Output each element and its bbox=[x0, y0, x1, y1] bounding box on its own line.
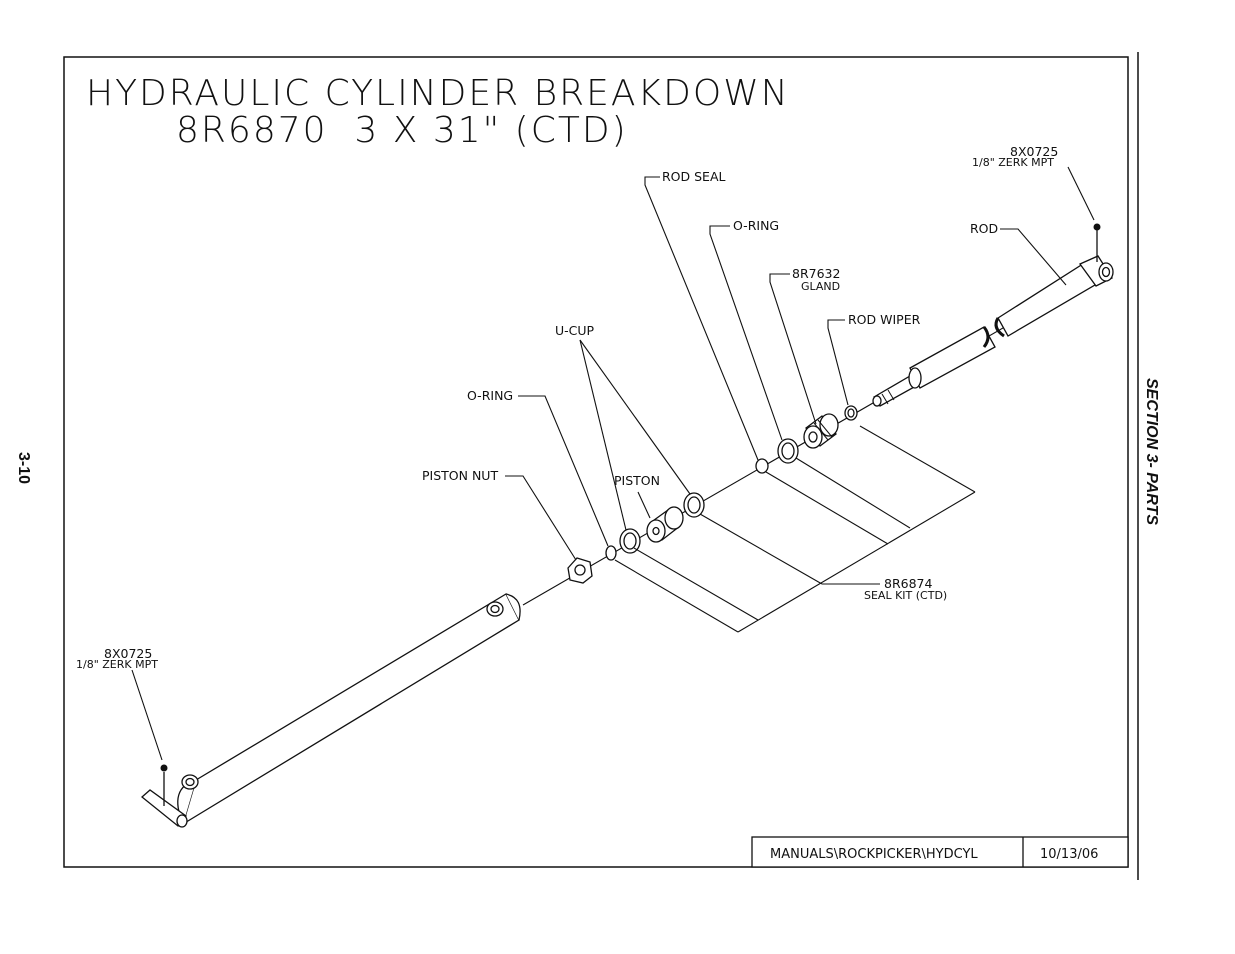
page-number: 3-10 bbox=[15, 452, 32, 485]
o-ring-upper bbox=[777, 438, 799, 464]
rod-wiper bbox=[844, 405, 858, 421]
u-cup-upper bbox=[683, 492, 705, 518]
callout-zerk-bottom-part: 8X0725 bbox=[104, 646, 152, 661]
callout-gland-desc: GLAND bbox=[801, 280, 840, 293]
callout-rod-seal: ROD SEAL bbox=[662, 169, 726, 184]
title-block-path: MANUALS\ROCKPICKER\HYDCYL bbox=[770, 847, 978, 862]
leader-lines bbox=[131, 166, 1095, 761]
piston-nut bbox=[567, 557, 593, 584]
callout-gland-part: 8R7632 bbox=[792, 266, 840, 281]
o-ring-lower bbox=[605, 545, 617, 561]
callout-zerk-top-part: 8X0725 bbox=[1010, 144, 1058, 159]
callout-zerk-bottom-desc: 1/8" ZERK MPT bbox=[76, 658, 158, 671]
callout-rod: ROD bbox=[970, 221, 998, 236]
callout-piston: PISTON bbox=[614, 473, 660, 488]
callout-o-ring-upper: O-RING bbox=[733, 218, 779, 233]
piston bbox=[646, 506, 684, 543]
drawing-title-line1: HYDRAULIC CYLINDER BREAKDOWN bbox=[86, 73, 790, 114]
drawing-border bbox=[63, 56, 1129, 868]
callout-o-ring-lower: O-RING bbox=[467, 388, 513, 403]
rod-seal bbox=[755, 458, 769, 474]
callout-rod-wiper: ROD WIPER bbox=[848, 312, 921, 327]
gland bbox=[803, 413, 839, 449]
callout-seal-kit-part: 8R6874 bbox=[884, 576, 932, 591]
title-block-date: 10/13/06 bbox=[1040, 847, 1098, 862]
cylinder-rod bbox=[872, 255, 1114, 407]
section-label: SECTION 3- PARTS bbox=[1143, 378, 1160, 525]
drawing-title-line2: 8R6870 3 X 31" (CTD) bbox=[176, 110, 628, 151]
cylinder-barrel bbox=[140, 593, 521, 828]
callout-zerk-top-desc: 1/8" ZERK MPT bbox=[972, 156, 1054, 169]
callout-seal-kit-desc: SEAL KIT (CTD) bbox=[864, 589, 947, 602]
zerk-fitting-top bbox=[1093, 223, 1101, 262]
u-cup-lower bbox=[619, 528, 641, 554]
callout-piston-nut: PISTON NUT bbox=[422, 468, 498, 483]
callout-u-cup: U-CUP bbox=[555, 323, 595, 338]
zerk-fitting-bottom bbox=[160, 764, 168, 806]
title-block: MANUALS\ROCKPICKER\HYDCYL 10/13/06 bbox=[751, 836, 1129, 868]
